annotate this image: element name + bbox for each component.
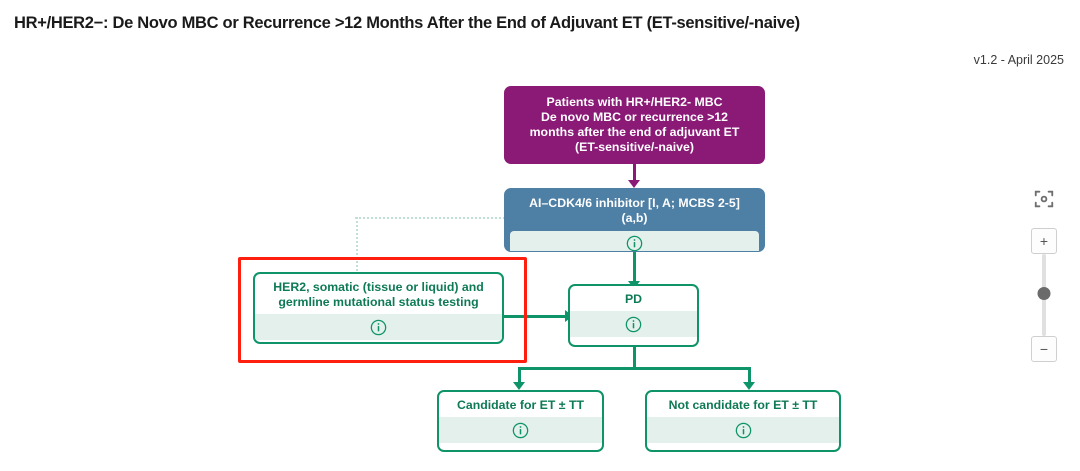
connector-to-candidate	[518, 367, 521, 385]
node-patients[interactable]: Patients with HR+/HER2- MBC De novo MBC …	[504, 86, 765, 164]
connector-her2-to-pd	[504, 315, 568, 318]
zoom-slider-handle[interactable]	[1037, 287, 1051, 300]
node-her2-line-1: HER2, somatic (tissue or liquid) and	[273, 280, 484, 294]
node-pd-title: PD	[570, 286, 697, 311]
node-ai-cdk46-line-2: (a,b)	[621, 211, 648, 226]
connector-pd-stem	[633, 347, 636, 369]
info-circle-icon[interactable]	[735, 422, 752, 439]
node-pd-info-band[interactable]	[570, 311, 697, 338]
node-pd-line-1: PD	[624, 292, 643, 306]
node-not-candidate-for-et-tt[interactable]: Not candidate for ET ± TT	[645, 390, 841, 452]
node-not-candidate-info-band[interactable]	[647, 417, 839, 444]
node-her2-line-2: germline mutational status testing	[278, 295, 479, 310]
node-her2-title: HER2, somatic (tissue or liquid) and ger…	[255, 274, 502, 314]
node-pd[interactable]: PD	[568, 284, 699, 347]
node-her2-info-band[interactable]	[255, 314, 502, 341]
node-not-candidate-line-1: Not candidate for ET ± TT	[668, 398, 818, 412]
node-candidate-line-1: Candidate for ET ± TT	[457, 398, 584, 412]
zoom-out-button[interactable]: −	[1031, 336, 1057, 362]
connector-not-candidate-arrow	[743, 382, 755, 390]
fit-to-screen-icon	[1034, 190, 1054, 208]
fit-to-screen-button[interactable]	[1031, 186, 1057, 212]
node-ai-cdk46-info-band[interactable]	[510, 231, 759, 252]
node-patients-line-4: (ET-sensitive/-naive)	[575, 140, 694, 155]
connector-patients-arrow	[628, 180, 640, 188]
zoom-out-label: −	[1039, 341, 1049, 357]
zoom-in-label: +	[1039, 233, 1049, 249]
diagram-canvas[interactable]: Patients with HR+/HER2- MBC De novo MBC …	[0, 72, 1010, 471]
connector-pd-split	[518, 367, 750, 370]
node-patients-line-2: De novo MBC or recurrence >12	[541, 109, 728, 124]
node-ai-cdk46-line-1: AI–CDK4/6 inhibitor [I, A; MCBS 2-5]	[529, 196, 740, 210]
info-circle-icon[interactable]	[626, 235, 643, 252]
node-candidate-title: Candidate for ET ± TT	[439, 392, 602, 417]
connector-patients-to-aicdk	[633, 164, 636, 182]
info-circle-icon[interactable]	[512, 422, 529, 439]
node-patients-line-1: Patients with HR+/HER2- MBC	[546, 94, 723, 109]
node-not-candidate-title: Not candidate for ET ± TT	[647, 392, 839, 417]
connector-to-not-candidate	[748, 367, 751, 385]
version-label: v1.2 - April 2025	[973, 53, 1064, 67]
node-candidate-info-band[interactable]	[439, 417, 602, 444]
node-candidate-for-et-tt[interactable]: Candidate for ET ± TT	[437, 390, 604, 452]
node-patients-line-3: months after the end of adjuvant ET	[529, 125, 740, 139]
info-circle-icon[interactable]	[625, 316, 642, 333]
node-her2-mutational-status-testing[interactable]: HER2, somatic (tissue or liquid) and ger…	[253, 272, 504, 344]
node-ai-cdk46-inhibitor[interactable]: AI–CDK4/6 inhibitor [I, A; MCBS 2-5] (a,…	[504, 188, 765, 252]
page-title: HR+/HER2−: De Novo MBC or Recurrence >12…	[14, 14, 800, 32]
connector-dotted-horizontal	[355, 217, 505, 219]
zoom-controls[interactable]: + −	[1024, 186, 1064, 362]
connector-candidate-arrow	[513, 382, 525, 390]
node-ai-cdk46-title: AI–CDK4/6 inhibitor [I, A; MCBS 2-5] (a,…	[505, 189, 764, 231]
node-patients-title: Patients with HR+/HER2- MBC De novo MBC …	[505, 87, 764, 163]
zoom-in-button[interactable]: +	[1031, 228, 1057, 254]
connector-aicdk-to-pd	[633, 252, 636, 284]
zoom-slider[interactable]	[1037, 254, 1051, 336]
info-circle-icon[interactable]	[370, 319, 387, 336]
connector-dotted-vertical	[356, 217, 358, 287]
